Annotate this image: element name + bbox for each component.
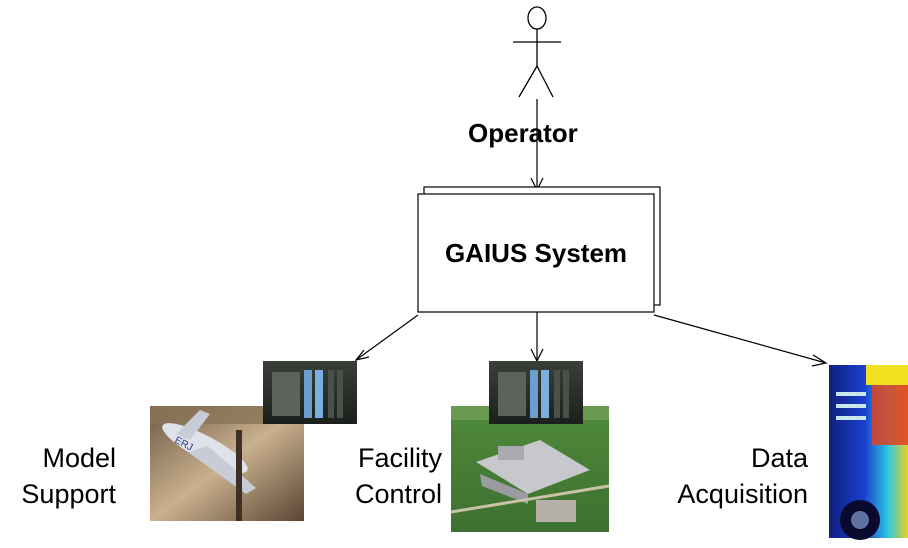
thermal-truck-image — [829, 365, 908, 540]
plc-controller-image — [263, 361, 357, 424]
label-line: Model — [42, 443, 116, 473]
system-box — [417, 186, 661, 313]
system-to-facility-control-arrow — [530, 312, 544, 363]
system-to-data-acquisition-arrow — [653, 314, 828, 367]
system-to-model-support-arrow — [354, 314, 419, 361]
actor-label: Operator — [468, 118, 578, 148]
model-support-label: Model Support — [0, 440, 116, 512]
label-line: Facility — [357, 443, 442, 473]
facility-control-label: Facility Control — [330, 440, 442, 512]
system-label: GAIUS System — [444, 238, 628, 268]
wind-tunnel-aircraft-model-image: ERJ — [150, 406, 304, 521]
plc-controller-image — [489, 361, 583, 424]
stick-figure-icon — [513, 6, 561, 98]
label-line: Control — [354, 479, 442, 509]
label-line: Acquisition — [677, 479, 808, 509]
label-line: Data — [750, 443, 808, 473]
data-acquisition-label: Data Acquisition — [660, 440, 808, 512]
aerial-facility-image — [450, 406, 610, 532]
label-line: Support — [21, 479, 116, 509]
